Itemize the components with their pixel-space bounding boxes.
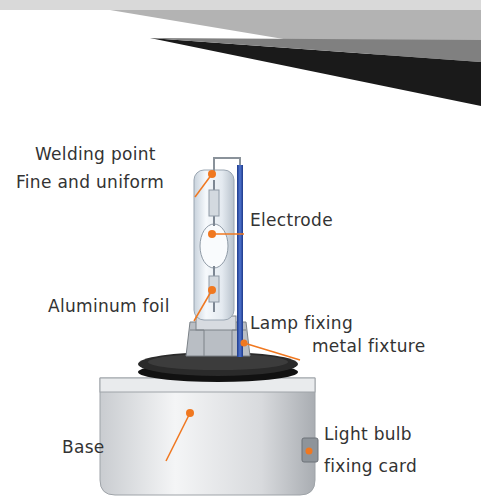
part-label: metal fixture xyxy=(312,336,425,356)
part-label: Fine and uniform xyxy=(16,172,164,192)
part-label: fixing card xyxy=(324,456,417,476)
part-label: Aluminum foil xyxy=(48,296,170,316)
part-label: Light bulb xyxy=(324,424,412,444)
return-wire xyxy=(214,158,243,357)
corner-wedge xyxy=(0,0,481,106)
leader-lines xyxy=(14,174,445,461)
glass-tube xyxy=(194,170,234,320)
part-label: Welding point xyxy=(35,144,156,164)
bulb-base xyxy=(100,378,318,495)
part-label: Lamp fixing xyxy=(250,313,353,333)
part-label: Base xyxy=(62,437,105,457)
part-label: Electrode xyxy=(250,210,333,230)
